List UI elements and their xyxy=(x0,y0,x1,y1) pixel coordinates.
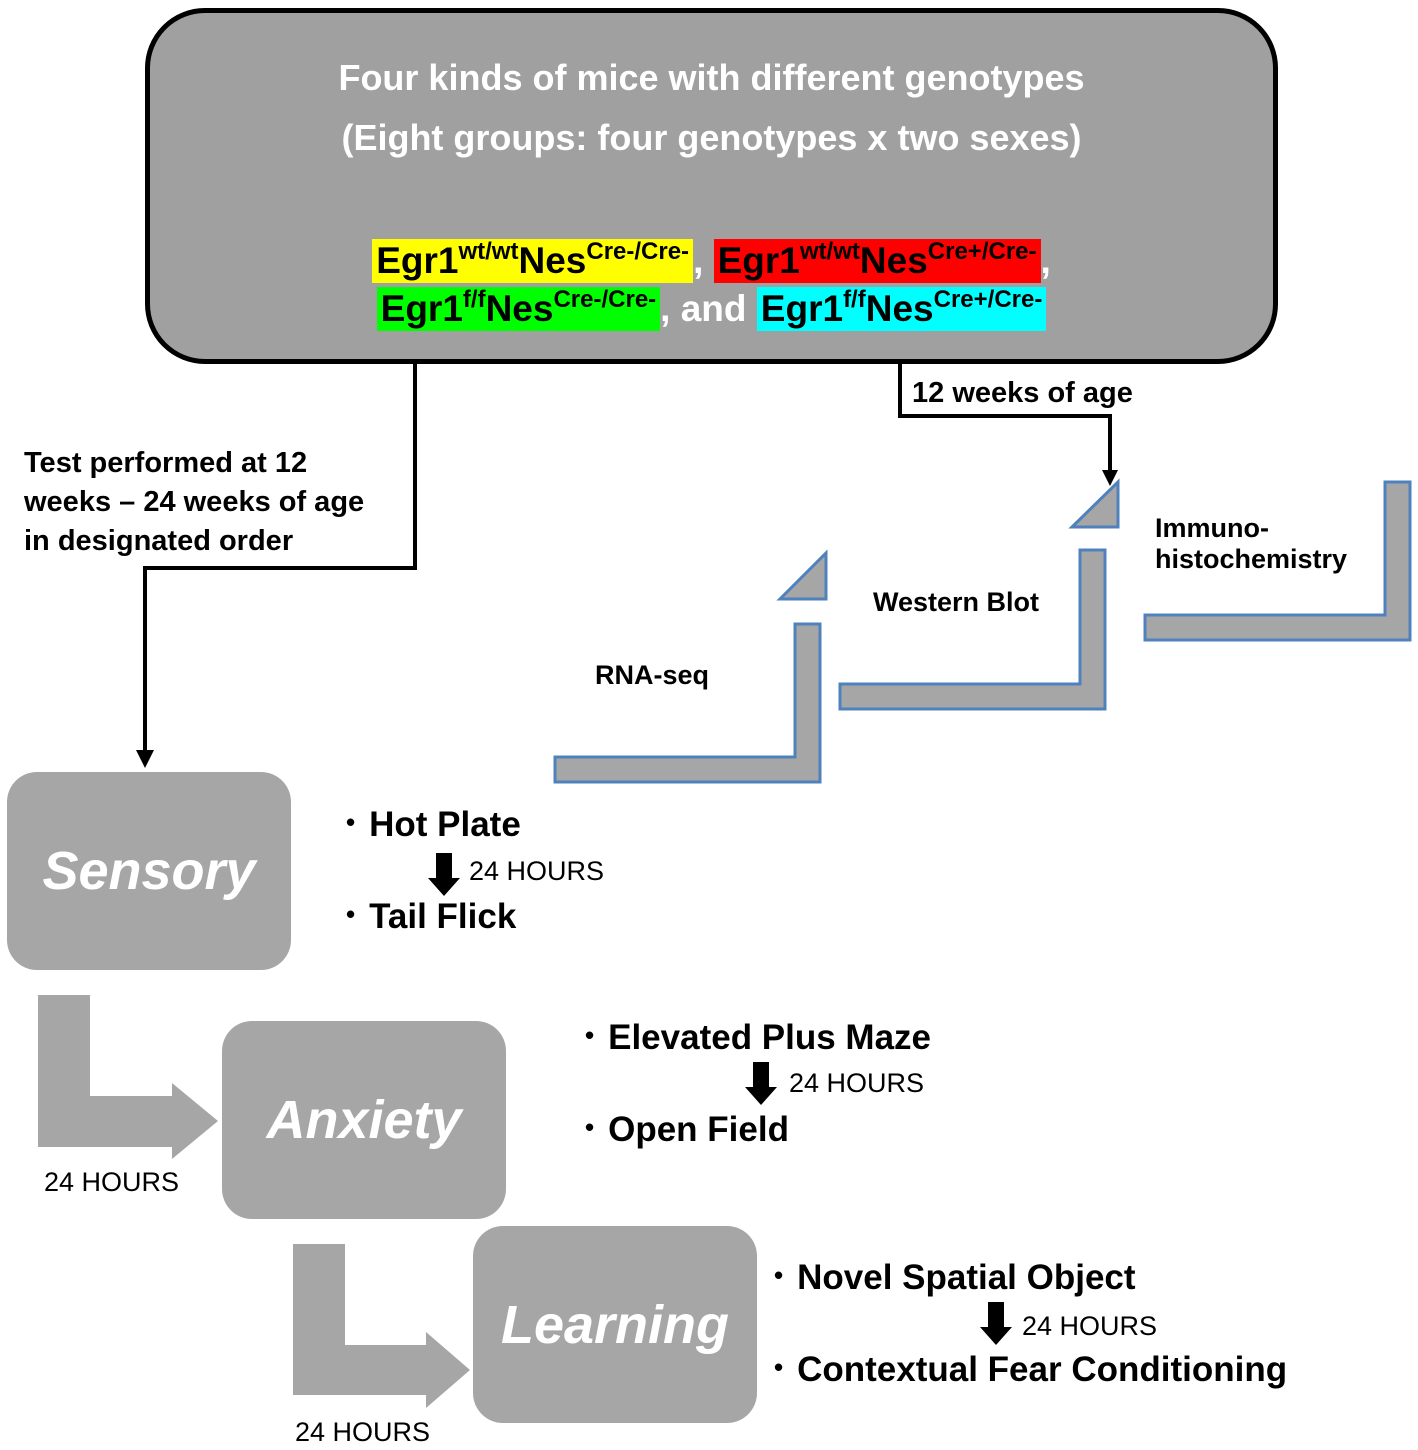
behavior-note-line3: in designated order xyxy=(24,525,294,557)
behavior-note-line1: Test performed at 12 xyxy=(24,447,308,479)
step-ihc-shape xyxy=(1143,480,1412,642)
molecular-branch-note: 12 weeks of age xyxy=(912,377,1133,409)
step-ihc-label: Immuno- histochemistry xyxy=(1155,513,1347,575)
test-elevated-plus-maze: •Elevated Plus Maze xyxy=(585,1018,932,1057)
test-tail-flick: •Tail Flick xyxy=(346,897,517,936)
step-ihc-label-line2: histochemistry xyxy=(1155,544,1348,574)
genotype-row-2: Egr1f/fNesCre-/Cre-, and Egr1f/fNesCre+/… xyxy=(150,287,1273,331)
stage-sensory: Sensory xyxy=(7,772,291,970)
step-western-shape xyxy=(838,548,1107,711)
behavior-note-line2: weeks – 24 weeks of age xyxy=(24,486,365,518)
test-hot-plate: •Hot Plate xyxy=(346,805,521,844)
step-western-label: Western Blot xyxy=(873,587,1040,617)
transition-arrow-sensory-anxiety xyxy=(38,995,218,1159)
genotype-row-1: Egr1wt/wtNesCre-/Cre-, Egr1wt/wtNesCre+/… xyxy=(150,239,1273,283)
transition-label-1: 24 HOURS xyxy=(44,1167,180,1197)
test-down-arrows xyxy=(428,853,1012,1345)
down-arrow-learning xyxy=(980,1302,1012,1345)
genotype-ff-cre-pos: Egr1f/fNesCre+/Cre- xyxy=(756,287,1047,331)
learning-interval: 24 HOURS xyxy=(1022,1311,1158,1341)
genotype-separator: , xyxy=(693,240,704,281)
behavior-branch-line xyxy=(143,364,417,752)
molecular-branch-line xyxy=(898,364,1112,470)
molecular-branch-arrowhead xyxy=(1102,470,1118,486)
transition-label-2: 24 HOURS xyxy=(295,1417,431,1447)
genotype-separator-and: , and xyxy=(660,288,747,329)
genotype-wt-cre-pos: Egr1wt/wtNesCre+/Cre- xyxy=(713,239,1041,283)
box-title-line2: (Eight groups: four genotypes x two sexe… xyxy=(341,117,1082,158)
step-rna-seq-shape xyxy=(553,622,822,784)
test-open-field: •Open Field xyxy=(585,1110,789,1149)
box-title-line1: Four kinds of mice with different genoty… xyxy=(338,57,1085,98)
anxiety-interval: 24 HOURS xyxy=(789,1068,925,1098)
genotype-separator: , xyxy=(1040,240,1051,281)
molecular-steps xyxy=(553,478,1412,784)
genotype-ff-cre-neg: Egr1f/fNesCre-/Cre- xyxy=(376,287,661,331)
step-western-arrow xyxy=(1068,478,1120,529)
test-novel-spatial-object: •Novel Spatial Object xyxy=(774,1258,1136,1297)
transition-arrow-anxiety-learning xyxy=(293,1244,470,1408)
test-contextual-fear-conditioning: •Contextual Fear Conditioning xyxy=(774,1350,1288,1389)
behavior-branch-note: Test performed at 12 weeks – 24 weeks of… xyxy=(24,444,364,561)
stage-learning: Learning xyxy=(473,1226,757,1423)
genotype-groups-box: Four kinds of mice with different genoty… xyxy=(145,8,1278,364)
behavior-branch-arrowhead xyxy=(136,750,154,768)
down-arrow-anxiety xyxy=(745,1062,777,1105)
step-rna-seq-arrow xyxy=(776,549,828,601)
down-arrow-sensory xyxy=(428,853,460,896)
sensory-interval: 24 HOURS xyxy=(469,856,605,886)
step-rna-seq-label: RNA-seq xyxy=(595,660,710,690)
stage-anxiety: Anxiety xyxy=(222,1021,506,1219)
genotype-wt-cre-neg: Egr1wt/wtNesCre-/Cre- xyxy=(372,239,694,283)
step-ihc-label-line1: Immuno- xyxy=(1155,513,1269,543)
